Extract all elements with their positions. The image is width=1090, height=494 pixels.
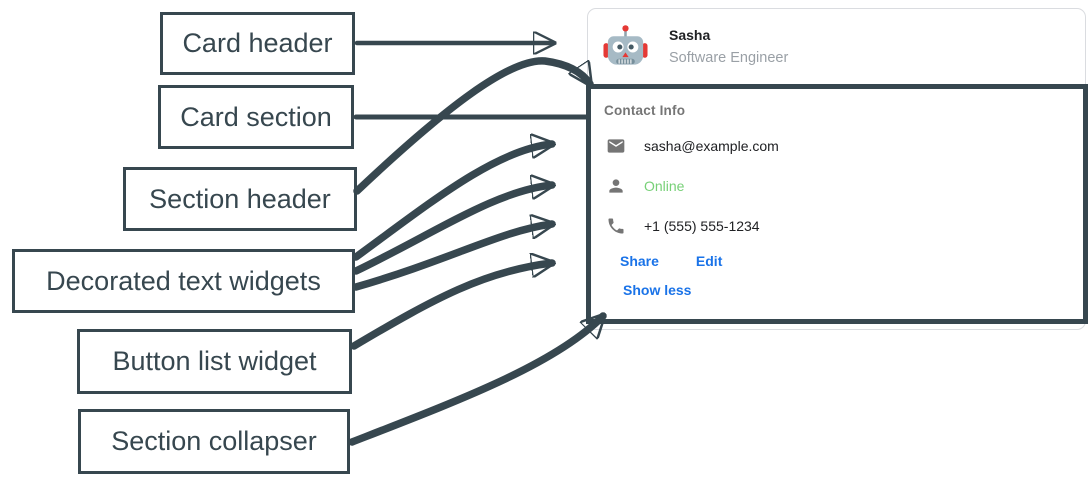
arrow-decorated-phone (352, 224, 552, 291)
label-decorated-text-widgets: Decorated text widgets (12, 249, 355, 313)
arrow-button-list (350, 263, 552, 350)
card-header: Sasha Software Engineer (588, 9, 1085, 84)
edit-button[interactable]: Edit (695, 253, 723, 269)
email-icon (607, 139, 625, 153)
robot-avatar-icon (602, 20, 649, 74)
label-card-section: Card section (158, 85, 354, 149)
label-decorated-text-widgets-text: Decorated text widgets (46, 265, 321, 296)
label-section-header-text: Section header (149, 183, 331, 214)
label-button-list-widget: Button list widget (77, 329, 352, 394)
status-text: Online (644, 178, 685, 194)
contact-card: Sasha Software Engineer Contact Info sas… (586, 8, 1088, 330)
section-collapser: Show less (604, 282, 1083, 300)
phone-icon (608, 218, 624, 234)
arrow-decorated-email (352, 144, 552, 261)
card-section-inner: Contact Info sasha@example.com Online (591, 89, 1083, 300)
label-card-section-text: Card section (180, 101, 332, 132)
section-header: Contact Info (604, 103, 686, 118)
decorated-text-widget-status: Online (604, 166, 1083, 206)
decorated-text-widgets: sasha@example.com Online +1 (555) 555-12… (604, 126, 1083, 246)
decorated-text-widget-phone: +1 (555) 555-1234 (604, 206, 1083, 246)
arrow-decorated-status (352, 185, 552, 275)
label-section-header: Section header (123, 167, 357, 231)
show-less-button[interactable]: Show less (623, 282, 692, 298)
label-section-collapser: Section collapser (78, 409, 350, 474)
person-icon (609, 179, 623, 193)
card-section: Contact Info sasha@example.com Online (586, 84, 1088, 324)
button-list-widget: Share Edit (604, 253, 1083, 269)
arrow-section-header (353, 57, 594, 195)
arrow-section-collapser (348, 316, 603, 446)
label-card-header-text: Card header (182, 28, 333, 58)
label-card-header: Card header (160, 12, 355, 75)
card-header-text: Sasha Software Engineer (669, 27, 788, 66)
share-button[interactable]: Share (620, 253, 659, 269)
email-text: sasha@example.com (644, 138, 779, 154)
label-section-collapser-text: Section collapser (111, 426, 317, 456)
card-subtitle: Software Engineer (669, 50, 789, 66)
card-title: Sasha (669, 27, 711, 43)
label-button-list-widget-text: Button list widget (112, 346, 317, 376)
decorated-text-widget-email: sasha@example.com (604, 126, 1083, 166)
phone-text: +1 (555) 555-1234 (644, 218, 760, 234)
